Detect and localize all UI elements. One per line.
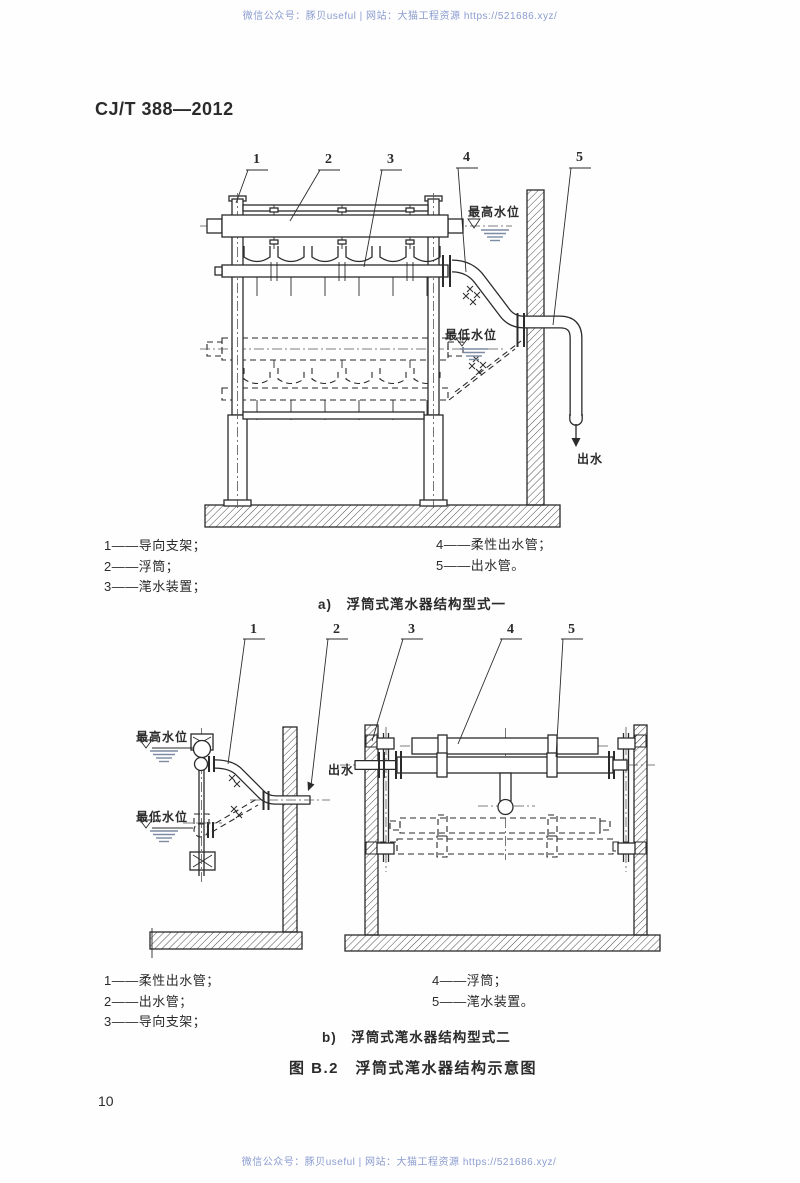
standard-code: CJ/T 388—2012 [95,99,234,119]
legend-a-item-5: 5——出水管。 [436,558,525,573]
callout-a-2: 2 [325,152,332,167]
water-level-high-label-b: 最高水位 [136,730,189,744]
diagram-b-linework [139,638,661,958]
legend-a-item-1: 1——导向支架； [104,538,207,553]
top-rail-a [242,204,429,212]
page-number: 10 [98,1093,114,1109]
callout-b-1: 1 [250,622,257,637]
legend-b-item-2: 2——出水管； [104,994,193,1009]
water-level-low-label-b: 最低水位 [136,810,189,824]
legend-a-item-3: 3——滗水装置； [104,579,207,594]
callout-a-5: 5 [576,150,583,165]
legend-b-item-5: 5——滗水装置。 [432,994,535,1009]
callout-b-4: 4 [507,622,514,637]
tank-wall-a [526,189,545,506]
leader-lines-a [235,167,591,326]
legend-a-item-4: 4——柔性出水管； [436,537,552,552]
decanting-device-a [214,246,449,296]
leader-lines-b [227,638,583,791]
callout-b-3: 3 [408,622,415,637]
subcaption-a: a) 浮筒式滗水器结构型式一 [318,597,507,612]
legend-b-item-4: 4——浮筒； [432,973,508,988]
outlet-label-a: 出水 [577,452,604,466]
water-level-high-label-a: 最高水位 [468,205,521,219]
outlet-label-b: 出水 [328,763,355,777]
floating-drum-a [200,205,512,249]
tank-floor-a [204,504,561,528]
watermark-top: 微信公众号：豚贝useful | 网站：大猫工程资源 https://52168… [242,11,558,22]
diagram-a-linework [200,167,591,528]
water-level-symbol-high-a [467,218,509,242]
lowered-position-a [200,337,522,420]
water-level-symbol-low-a [455,337,488,361]
callout-b-5: 5 [568,622,575,637]
watermark-bottom: 微信公众号：豚贝useful | 网站：大猫工程资源 https://52168… [241,1157,557,1168]
callout-a-4: 4 [463,150,470,165]
figure-caption: 图 B.2 浮筒式滗水器结构示意图 [289,1060,538,1077]
callout-b-2: 2 [333,622,340,637]
subcaption-b: b) 浮筒式滗水器结构型式二 [322,1030,511,1045]
legend-b-item-3: 3——导向支架； [104,1014,207,1029]
side-view-b [139,726,330,958]
callout-a-1: 1 [253,152,260,167]
front-view-b [340,724,661,952]
outlet-piping-a [442,255,583,447]
legend-a-item-2: 2——浮筒； [104,559,180,574]
callout-a-3: 3 [387,152,394,167]
water-level-low-label-a: 最低水位 [445,328,498,342]
legend-b-item-1: 1——柔性出水管； [104,973,220,988]
